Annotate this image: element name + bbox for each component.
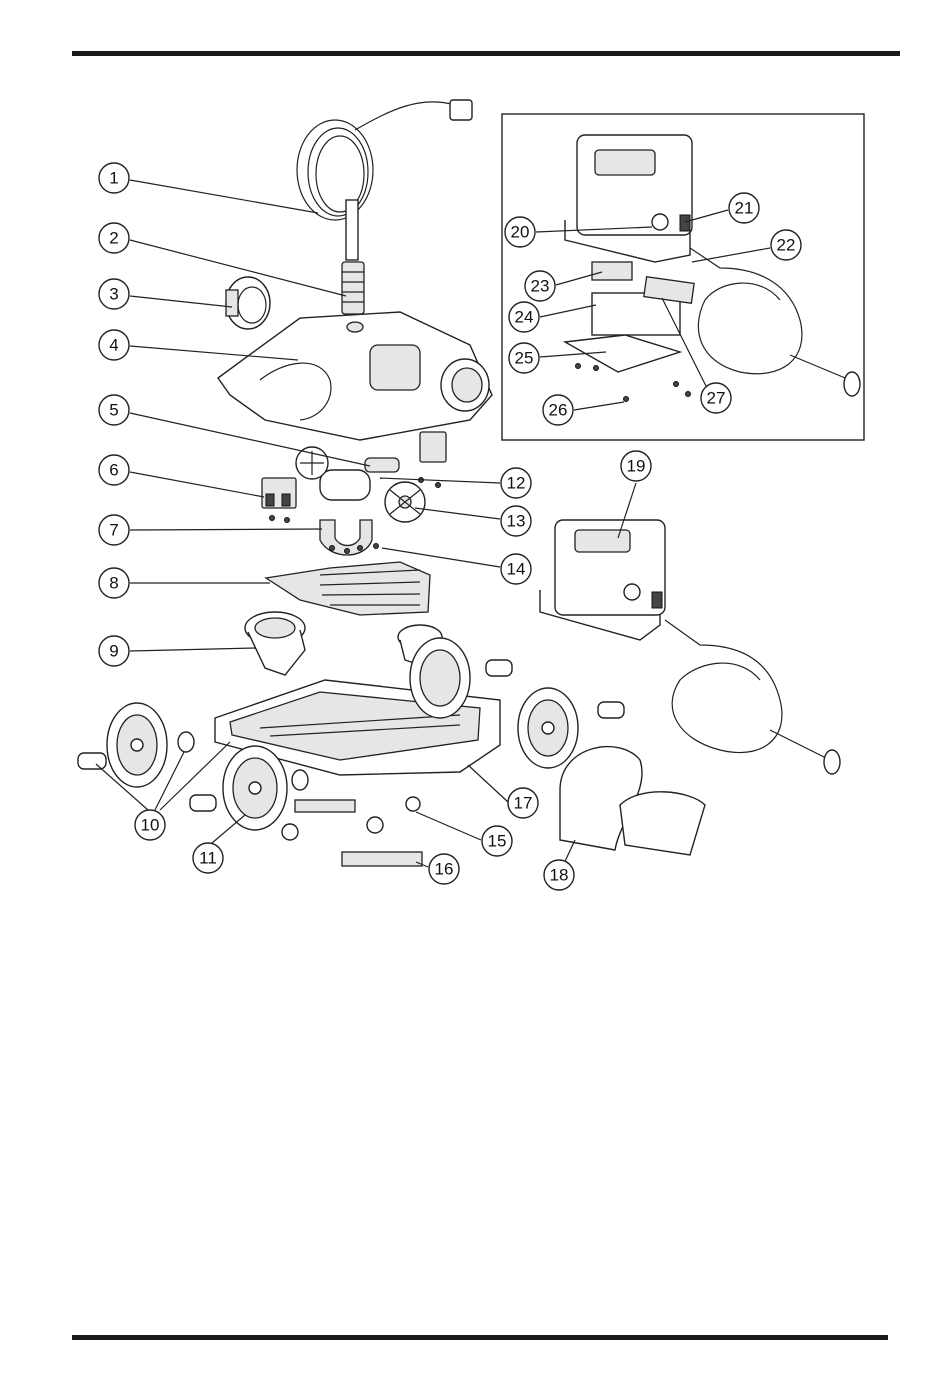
callout-13: 13 xyxy=(501,506,531,536)
callout-7-label: 7 xyxy=(109,521,118,540)
callout-2: 2 xyxy=(99,223,129,253)
callout-6: 6 xyxy=(99,455,129,485)
top-cover xyxy=(218,312,492,440)
impeller xyxy=(385,482,425,522)
inlet-elbow xyxy=(245,612,305,675)
callout-9-label: 9 xyxy=(109,642,118,661)
callout-26-label: 26 xyxy=(549,401,568,420)
callout-2-label: 2 xyxy=(109,229,118,248)
callout-6-label: 6 xyxy=(109,461,118,480)
callout-22-label: 22 xyxy=(777,236,796,255)
callout-23-label: 23 xyxy=(531,277,550,296)
callout-17-label: 17 xyxy=(514,794,533,813)
front-left-wheel xyxy=(223,746,287,830)
callout-3-label: 3 xyxy=(109,285,118,304)
callout-1: 1 xyxy=(99,163,129,193)
callout-16-label: 16 xyxy=(435,860,454,879)
callout-21-label: 21 xyxy=(735,199,754,218)
callout-7: 7 xyxy=(99,515,129,545)
callout-27: 27 xyxy=(701,383,731,413)
callout-20-label: 20 xyxy=(511,223,530,242)
callout-25-label: 25 xyxy=(515,349,534,368)
callout-8-label: 8 xyxy=(109,574,118,593)
callout-27-label: 27 xyxy=(707,389,726,408)
callout-24: 24 xyxy=(509,302,539,332)
callout-15: 15 xyxy=(482,826,512,856)
callout-22: 22 xyxy=(771,230,801,260)
callout-19: 19 xyxy=(621,451,651,481)
callout-5: 5 xyxy=(99,395,129,425)
callout-15-label: 15 xyxy=(488,832,507,851)
callout-3: 3 xyxy=(99,279,129,309)
callout-23: 23 xyxy=(525,271,555,301)
callout-11-label: 11 xyxy=(199,849,217,868)
callout-10: 10 xyxy=(135,810,165,840)
callout-12-label: 12 xyxy=(507,474,526,493)
callout-1-label: 1 xyxy=(109,169,118,188)
callout-12: 12 xyxy=(501,468,531,498)
power-supply xyxy=(540,520,665,640)
front-right-wheel xyxy=(518,688,578,768)
filter-bags xyxy=(560,747,705,855)
callout-13-label: 13 xyxy=(507,512,526,531)
filter-screen xyxy=(266,562,430,615)
motor-assembly xyxy=(296,432,446,500)
rear-right-wheel xyxy=(410,638,470,718)
impeller-bracket xyxy=(262,478,296,508)
callout-24-label: 24 xyxy=(515,308,534,327)
callout-14: 14 xyxy=(501,554,531,584)
callout-20: 20 xyxy=(505,217,535,247)
callout-4-label: 4 xyxy=(109,336,118,355)
floating-cable xyxy=(297,100,472,260)
callout-19-label: 19 xyxy=(627,457,646,476)
callout-4: 4 xyxy=(99,330,129,360)
callout-17: 17 xyxy=(508,788,538,818)
power-cord xyxy=(665,620,840,774)
callout-25: 25 xyxy=(509,343,539,373)
callout-18-label: 18 xyxy=(550,866,569,885)
inset-power-supply xyxy=(565,135,860,402)
callout-5-label: 5 xyxy=(109,401,118,420)
callout-10-label: 10 xyxy=(141,816,160,835)
callout-21: 21 xyxy=(729,193,759,223)
brushes xyxy=(282,797,422,866)
swivel-strain-relief xyxy=(342,262,364,314)
rear-left-wheel xyxy=(107,703,167,787)
callout-26: 26 xyxy=(543,395,573,425)
callout-18: 18 xyxy=(544,860,574,890)
callout-11: 11 xyxy=(193,843,223,873)
callout-14-label: 14 xyxy=(507,560,526,579)
callout-9: 9 xyxy=(99,636,129,666)
callout-16: 16 xyxy=(429,854,459,884)
outlet-nozzle xyxy=(226,277,270,329)
callout-8: 8 xyxy=(99,568,129,598)
